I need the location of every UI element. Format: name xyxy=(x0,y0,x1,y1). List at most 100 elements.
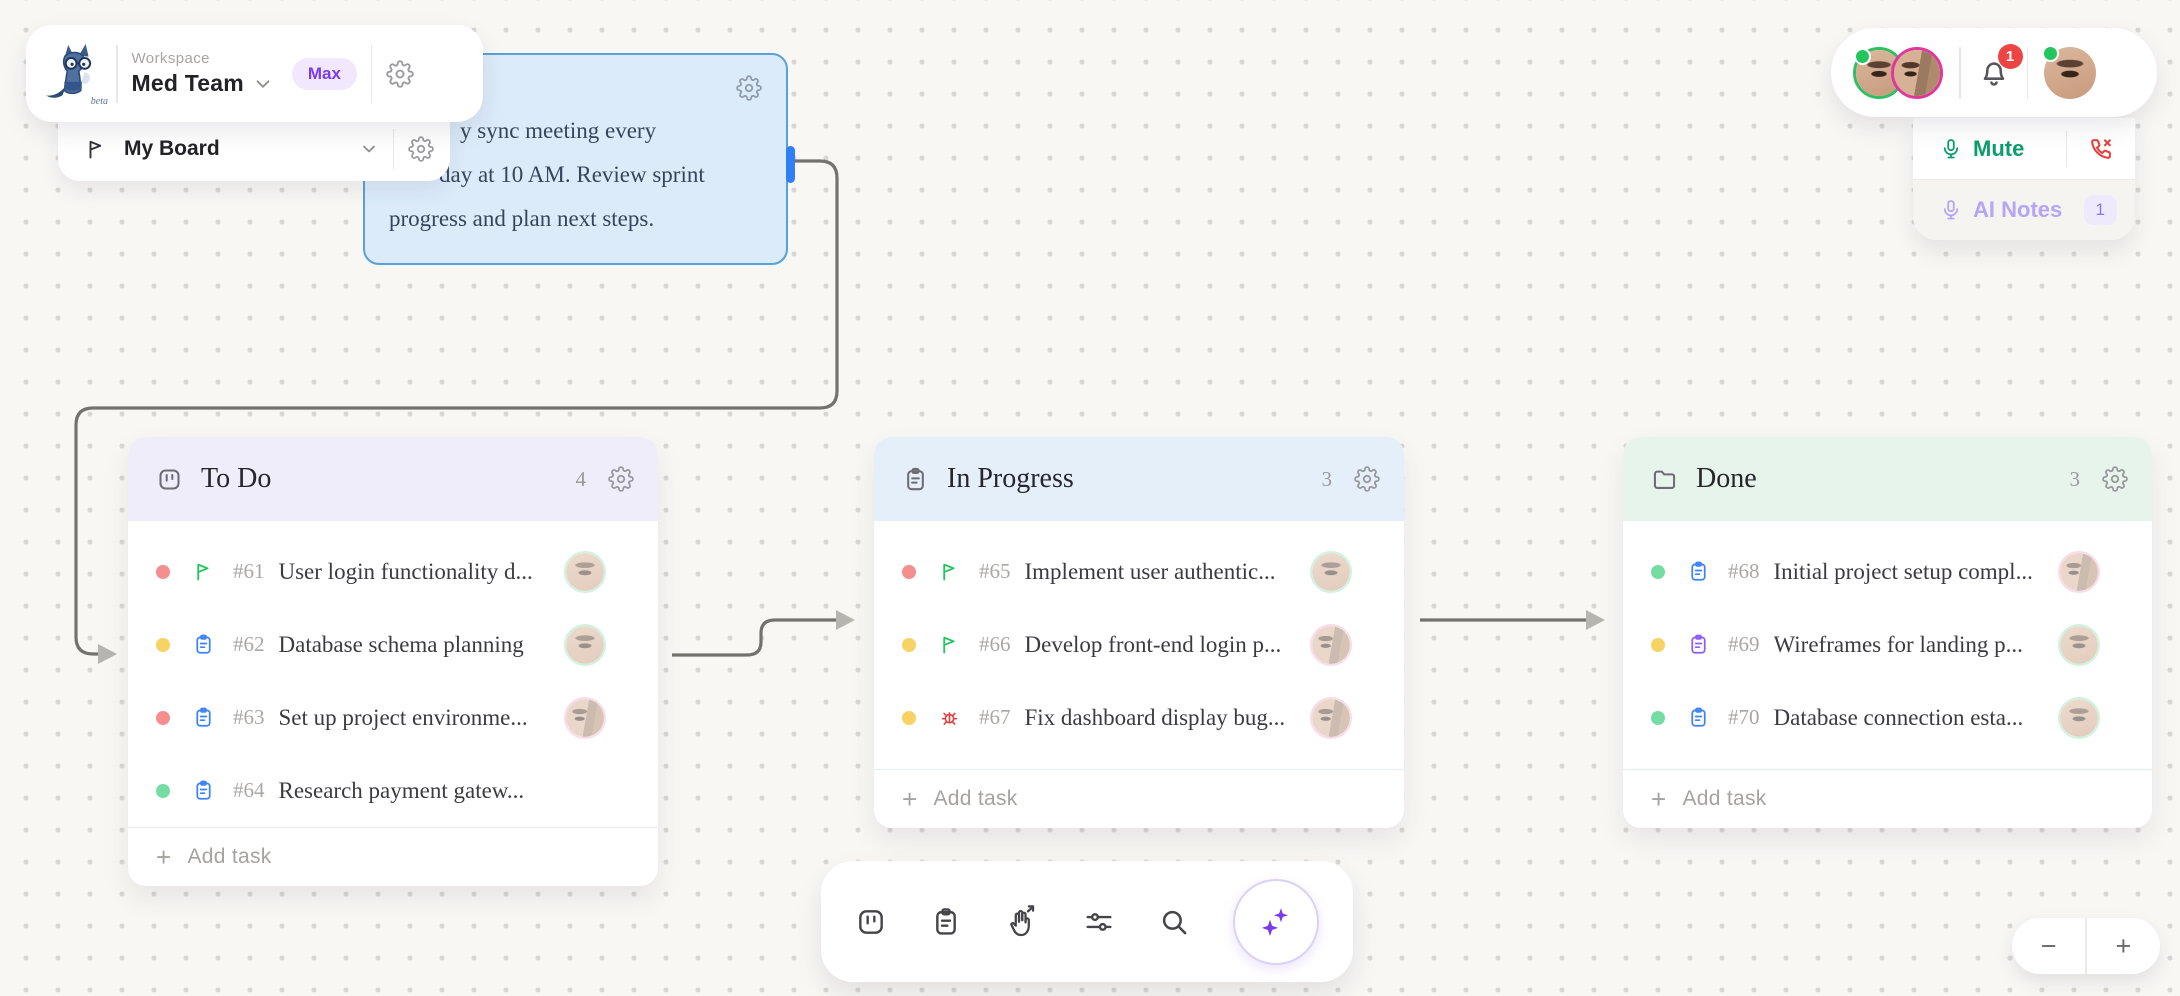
workspace-name: Med Team xyxy=(131,70,244,96)
notifications-button[interactable]: 1 xyxy=(1977,43,2023,90)
ai-notes-button[interactable]: AI Notes xyxy=(1939,197,2062,223)
board-tool-button[interactable] xyxy=(855,906,887,938)
canvas-toolbar xyxy=(821,861,1353,982)
avatar[interactable] xyxy=(2042,44,2096,99)
assignee-avatar xyxy=(1310,696,1352,739)
tasks-tool-button[interactable] xyxy=(930,906,962,938)
end-call-button[interactable] xyxy=(2087,135,2115,163)
chevron-down-icon[interactable] xyxy=(359,139,379,159)
board-selector[interactable]: My Board xyxy=(58,117,450,181)
column-settings-icon[interactable] xyxy=(1354,466,1380,492)
priority-dot xyxy=(902,564,916,579)
app-logo: beta xyxy=(44,41,108,107)
add-task-button[interactable]: + Add task xyxy=(1623,769,2152,828)
note-connector-handle[interactable] xyxy=(786,146,795,183)
column-count: 3 xyxy=(2069,466,2081,491)
column-settings-icon[interactable] xyxy=(2102,466,2128,492)
add-task-button[interactable]: + Add task xyxy=(874,769,1404,828)
priority-dot xyxy=(902,710,916,725)
online-dot xyxy=(2042,44,2059,62)
divider xyxy=(116,44,118,103)
task-title: Research payment gatew... xyxy=(278,777,525,803)
task-icon xyxy=(1687,706,1710,729)
call-controls-panel: Mute AI Notes 1 xyxy=(1913,118,2135,240)
task-title: Fix dashboard display bug... xyxy=(1024,704,1286,730)
assignee-avatar xyxy=(1310,623,1352,666)
assignee-avatar xyxy=(2058,623,2100,666)
plus-icon: + xyxy=(1651,783,1667,814)
board-settings-icon[interactable] xyxy=(408,136,434,162)
priority-dot xyxy=(1651,710,1665,725)
kanban-icon xyxy=(855,906,887,938)
note-line: progress and plan next steps. xyxy=(389,206,655,231)
note-line: y sync meeting every xyxy=(460,118,657,143)
task-row[interactable]: #64 Research payment gatew... xyxy=(128,754,658,827)
flag-icon xyxy=(938,560,961,583)
online-dot xyxy=(1854,47,1871,65)
divider xyxy=(2085,918,2087,974)
add-task-label: Add task xyxy=(1682,787,1767,810)
pan-hand-icon xyxy=(1005,905,1039,939)
task-row[interactable]: #70 Database connection esta... xyxy=(1623,681,2152,754)
sliders-icon xyxy=(1083,906,1115,938)
column-todo: To Do 4 #61 User login functionality d..… xyxy=(128,437,658,886)
note-settings-icon[interactable] xyxy=(736,75,762,101)
task-row[interactable]: #62 Database schema planning xyxy=(128,608,658,681)
add-task-button[interactable]: + Add task xyxy=(128,827,658,886)
search-tool-button[interactable] xyxy=(1158,906,1190,938)
call-row: Mute xyxy=(1913,118,2135,179)
task-row[interactable]: #66 Develop front-end login p... xyxy=(874,608,1404,681)
column-done: Done 3 #68 Initial project setup compl..… xyxy=(1623,437,2152,828)
task-id: #65 xyxy=(979,559,1011,583)
bug-icon xyxy=(938,706,961,729)
workspace-card[interactable]: beta Workspace Med Team Max xyxy=(26,25,483,122)
task-title: Initial project setup compl... xyxy=(1773,558,2033,584)
filters-tool-button[interactable] xyxy=(1083,906,1115,938)
task-icon xyxy=(192,706,215,729)
task-row[interactable]: #68 Initial project setup compl... xyxy=(1623,535,2152,608)
notification-badge: 1 xyxy=(1997,43,2023,69)
divider xyxy=(1959,46,1961,99)
add-task-label: Add task xyxy=(933,787,1018,810)
task-row[interactable]: #61 User login functionality d... xyxy=(128,535,658,608)
task-id: #70 xyxy=(1728,705,1760,729)
task-list: #61 User login functionality d... #62 Da… xyxy=(128,521,658,827)
column-header[interactable]: In Progress 3 xyxy=(874,437,1404,521)
avatar[interactable] xyxy=(1891,46,1943,99)
priority-dot xyxy=(902,637,916,652)
column-header[interactable]: To Do 4 xyxy=(128,437,658,521)
task-row[interactable]: #63 Set up project environme... xyxy=(128,681,658,754)
workspace-settings-icon[interactable] xyxy=(386,60,414,88)
arrowhead xyxy=(1586,610,1605,630)
column-count: 4 xyxy=(575,466,587,491)
task-title: User login functionality d... xyxy=(278,558,533,584)
board-name: My Board xyxy=(124,137,220,160)
zoom-in-button[interactable]: + xyxy=(2115,930,2132,961)
column-settings-icon[interactable] xyxy=(608,466,634,492)
presence-bar: 1 xyxy=(1831,28,2157,117)
chevron-down-icon[interactable] xyxy=(252,73,274,95)
pan-tool-button[interactable] xyxy=(1005,905,1039,939)
assignee-avatar xyxy=(2058,550,2100,593)
task-row[interactable]: #65 Implement user authentic... xyxy=(874,535,1404,608)
task-row[interactable]: #67 Fix dashboard display bug... xyxy=(874,681,1404,754)
task-id: #66 xyxy=(979,632,1011,656)
beta-tag: beta xyxy=(90,95,108,107)
task-row[interactable]: #69 Wireframes for landing p... xyxy=(1623,608,2152,681)
assignee-avatar xyxy=(1310,550,1352,593)
task-list: #65 Implement user authentic... #66 Deve… xyxy=(874,521,1404,754)
column-in-progress: In Progress 3 #65 Implement user authent… xyxy=(874,437,1404,828)
ai-assistant-button[interactable] xyxy=(1232,878,1319,965)
divider xyxy=(392,129,394,169)
phone-off-icon xyxy=(2087,135,2115,163)
column-title: Done xyxy=(1696,463,1757,494)
task-id: #67 xyxy=(979,705,1011,729)
task-title: Database schema planning xyxy=(278,631,524,657)
task-id: #62 xyxy=(233,632,265,656)
plan-badge[interactable]: Max xyxy=(291,57,357,90)
zoom-out-button[interactable]: − xyxy=(2040,930,2057,961)
task-list: #68 Initial project setup compl... #69 W… xyxy=(1623,521,2152,754)
mute-button[interactable]: Mute xyxy=(1939,136,2024,162)
column-header[interactable]: Done 3 xyxy=(1623,437,2152,521)
